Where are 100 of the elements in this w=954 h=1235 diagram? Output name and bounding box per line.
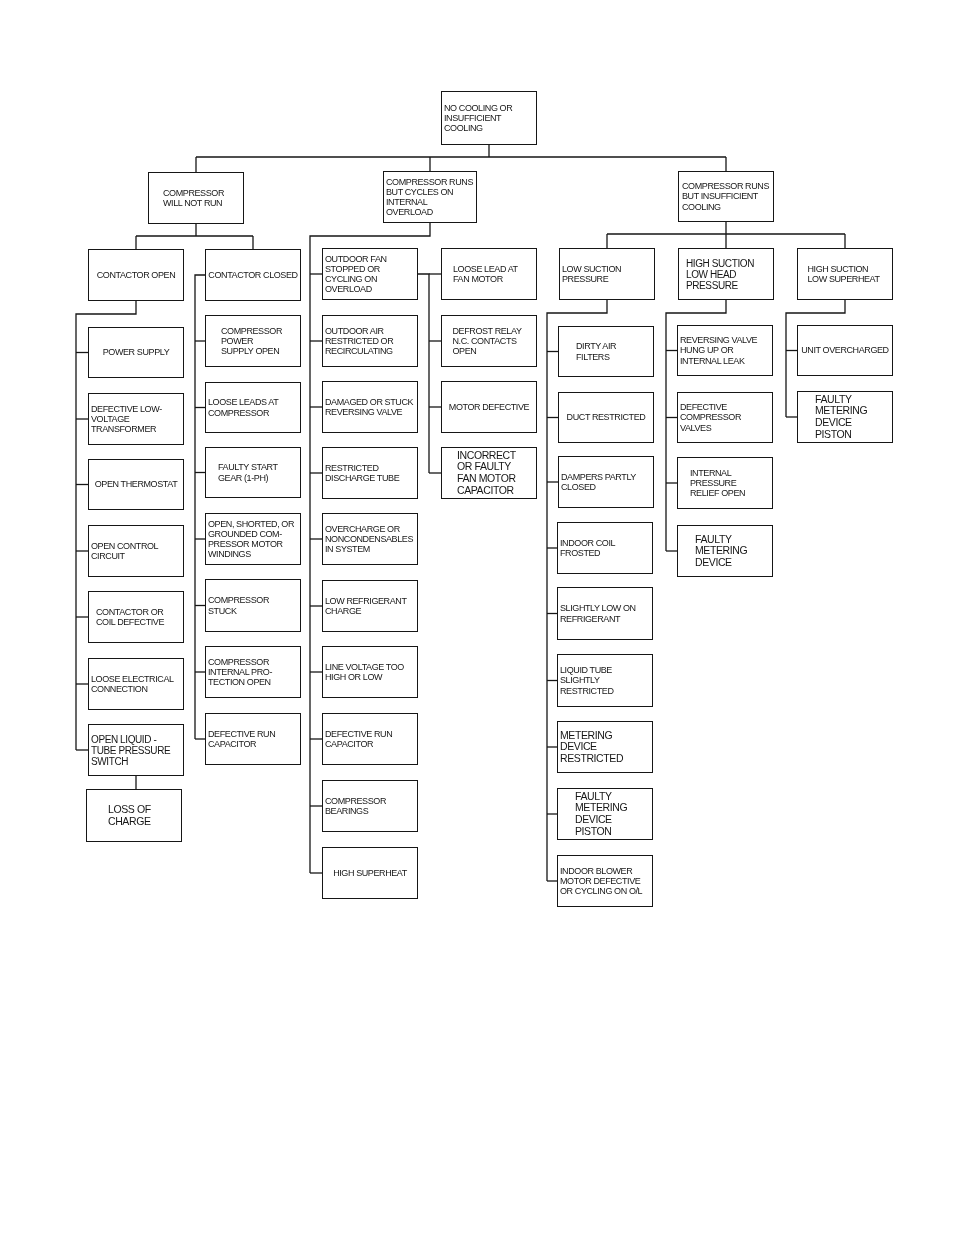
connector-line [135, 775, 137, 790]
flowchart-box [441, 248, 537, 300]
flowchart-box [441, 447, 537, 499]
flowchart-box [322, 248, 418, 300]
connector-line [725, 233, 727, 249]
flowchart-text: LOW REFRIGERANT CHARGE [325, 595, 408, 617]
flowchart-box [677, 457, 773, 509]
flowchart-text: DAMAGED OR STUCK REVERSING VALVE [325, 396, 415, 418]
flowchart-box [148, 172, 244, 224]
flowchart-box [559, 248, 655, 300]
flowchart-text: OUTDOOR AIR RESTRICTED OR RECIRCULATING [325, 325, 395, 357]
connector-line [309, 872, 323, 874]
flowchart-box [557, 721, 653, 773]
flowchart-text: LINE VOLTAGE TOO HIGH OR LOW [325, 661, 405, 683]
flowchart-box [88, 327, 184, 378]
flowchart-text: LIQUID TUBE SLIGHTLY RESTRICTED [560, 665, 615, 696]
connector-line [75, 683, 89, 685]
flowchart-text: INCORRECT OR FAULTY FAN MOTOR CAPACITOR [457, 449, 517, 497]
flowchart-box [322, 713, 418, 765]
connector-line [309, 340, 323, 342]
flowchart-text: OPEN, SHORTED, OR GROUNDED COM- PRESSOR MOTOR WINDINGS [208, 518, 296, 560]
flowchart-box [322, 447, 418, 499]
connector-line [665, 550, 678, 552]
flowchart-text: DAMPERS PARTLY CLOSED [561, 471, 637, 493]
flowchart-box [557, 522, 653, 574]
flowchart-box [205, 646, 301, 698]
flowchart-text: FAULTY START GEAR (1-PH) [218, 462, 279, 483]
flowchart-box [205, 249, 301, 301]
flowchart-text: DEFECTIVE LOW- VOLTAGE TRANSFORMER [91, 403, 163, 435]
flowchart-text: UNIT OVERCHARGED [801, 345, 889, 356]
connector-line [309, 472, 323, 474]
flowchart-box [558, 456, 654, 508]
flowchart-box [205, 315, 301, 367]
connector-line [309, 738, 323, 740]
connector-line [309, 406, 323, 408]
flowchart-text: LOSS OF CHARGE [108, 803, 152, 828]
connector-line [252, 235, 254, 250]
connector-line [194, 671, 206, 673]
connector-line [844, 233, 846, 249]
flowchart-box [88, 724, 184, 776]
flowchart-text: DIRTY AIR FILTERS [576, 341, 618, 362]
flowchart-box [558, 392, 654, 443]
connector-line [135, 223, 254, 237]
flowchart-box [322, 381, 418, 433]
flowchart-text: COMPRESSOR RUNS BUT CYCLES ON INTERNAL OVERLOAD [386, 176, 474, 218]
flowchart-text: SLIGHTLY LOW ON REFRIGERANT [560, 603, 637, 624]
connector-line [75, 300, 137, 751]
flowchart-box [322, 580, 418, 632]
flowchart-box [88, 658, 184, 710]
flowchart-box [557, 788, 653, 840]
connector-line [428, 406, 442, 408]
flowchart-box [441, 381, 537, 433]
flowchart-text: CONTACTOR CLOSED [208, 269, 298, 281]
flowchart-box [677, 325, 773, 376]
connector-line [309, 671, 323, 673]
flowchart-text: REVERSING VALVE HUNG UP OR INTERNAL LEAK [680, 335, 759, 366]
flowchart-text: RESTRICTED DISCHARGE TUBE [325, 462, 401, 484]
connector-line [194, 538, 206, 540]
connector-line [546, 880, 558, 882]
connector-line [75, 616, 89, 618]
flowchart-box [322, 646, 418, 698]
flowchart-box [322, 513, 418, 565]
flowchart-box [797, 248, 893, 300]
flowchart-text: COMPRESSOR STUCK [208, 595, 270, 616]
flowchart-text: CONTACTOR OR COIL DEFECTIVE [96, 606, 166, 628]
flowchart-text: DEFECTIVE COMPRESSOR VALVES [680, 402, 742, 433]
flowchart-text: LOOSE ELECTRICAL CONNECTION [91, 673, 175, 695]
connector-line [665, 482, 678, 484]
flowchart-text: CONTACTOR OPEN [96, 269, 176, 281]
flowchart-text: DEFECTIVE RUN CAPACITOR [325, 728, 394, 750]
connector-line [665, 299, 727, 552]
flowchart-text: INDOOR COIL FROSTED [560, 537, 616, 559]
flowchart-box [678, 171, 774, 222]
connector-line [195, 144, 727, 158]
connector-line [194, 738, 206, 740]
flowchart-text: OPEN THERMOSTAT [94, 479, 178, 490]
flowchart-box [322, 315, 418, 367]
flowchart-text: FAULTY METERING DEVICE PISTON [575, 790, 629, 838]
flowchart-box [797, 325, 893, 376]
flowchart-text: DEFROST RELAY N.C. CONTACTS OPEN [452, 325, 523, 357]
flowchart-text: FAULTY METERING DEVICE PISTON [815, 393, 869, 441]
flowchart-text: INTERNAL PRESSURE RELIEF OPEN [690, 467, 747, 499]
flowchart-box [558, 326, 654, 377]
flowchart-text: OPEN CONTROL CIRCUIT [91, 540, 159, 562]
flowchart-text: MOTOR DEFECTIVE [448, 401, 530, 413]
flowchart-text: COMPRESSOR BEARINGS [325, 795, 387, 817]
flowchart-text: LOOSE LEADS AT COMPRESSOR [208, 397, 280, 418]
connector-line [194, 340, 206, 342]
flowchart-box [678, 248, 774, 300]
flowchart-box [88, 459, 184, 510]
flowchart-text: DEFECTIVE RUN CAPACITOR [208, 728, 277, 750]
connector-line [546, 481, 559, 483]
flowchart-box [677, 525, 773, 577]
connector-line [309, 605, 323, 607]
flowchart-text: POWER SUPPLY [102, 347, 170, 358]
connector-line [194, 274, 206, 740]
connector-line [606, 221, 846, 235]
flowchart-box [205, 382, 301, 433]
connector-line [309, 538, 323, 540]
flowchart-box [88, 525, 184, 577]
